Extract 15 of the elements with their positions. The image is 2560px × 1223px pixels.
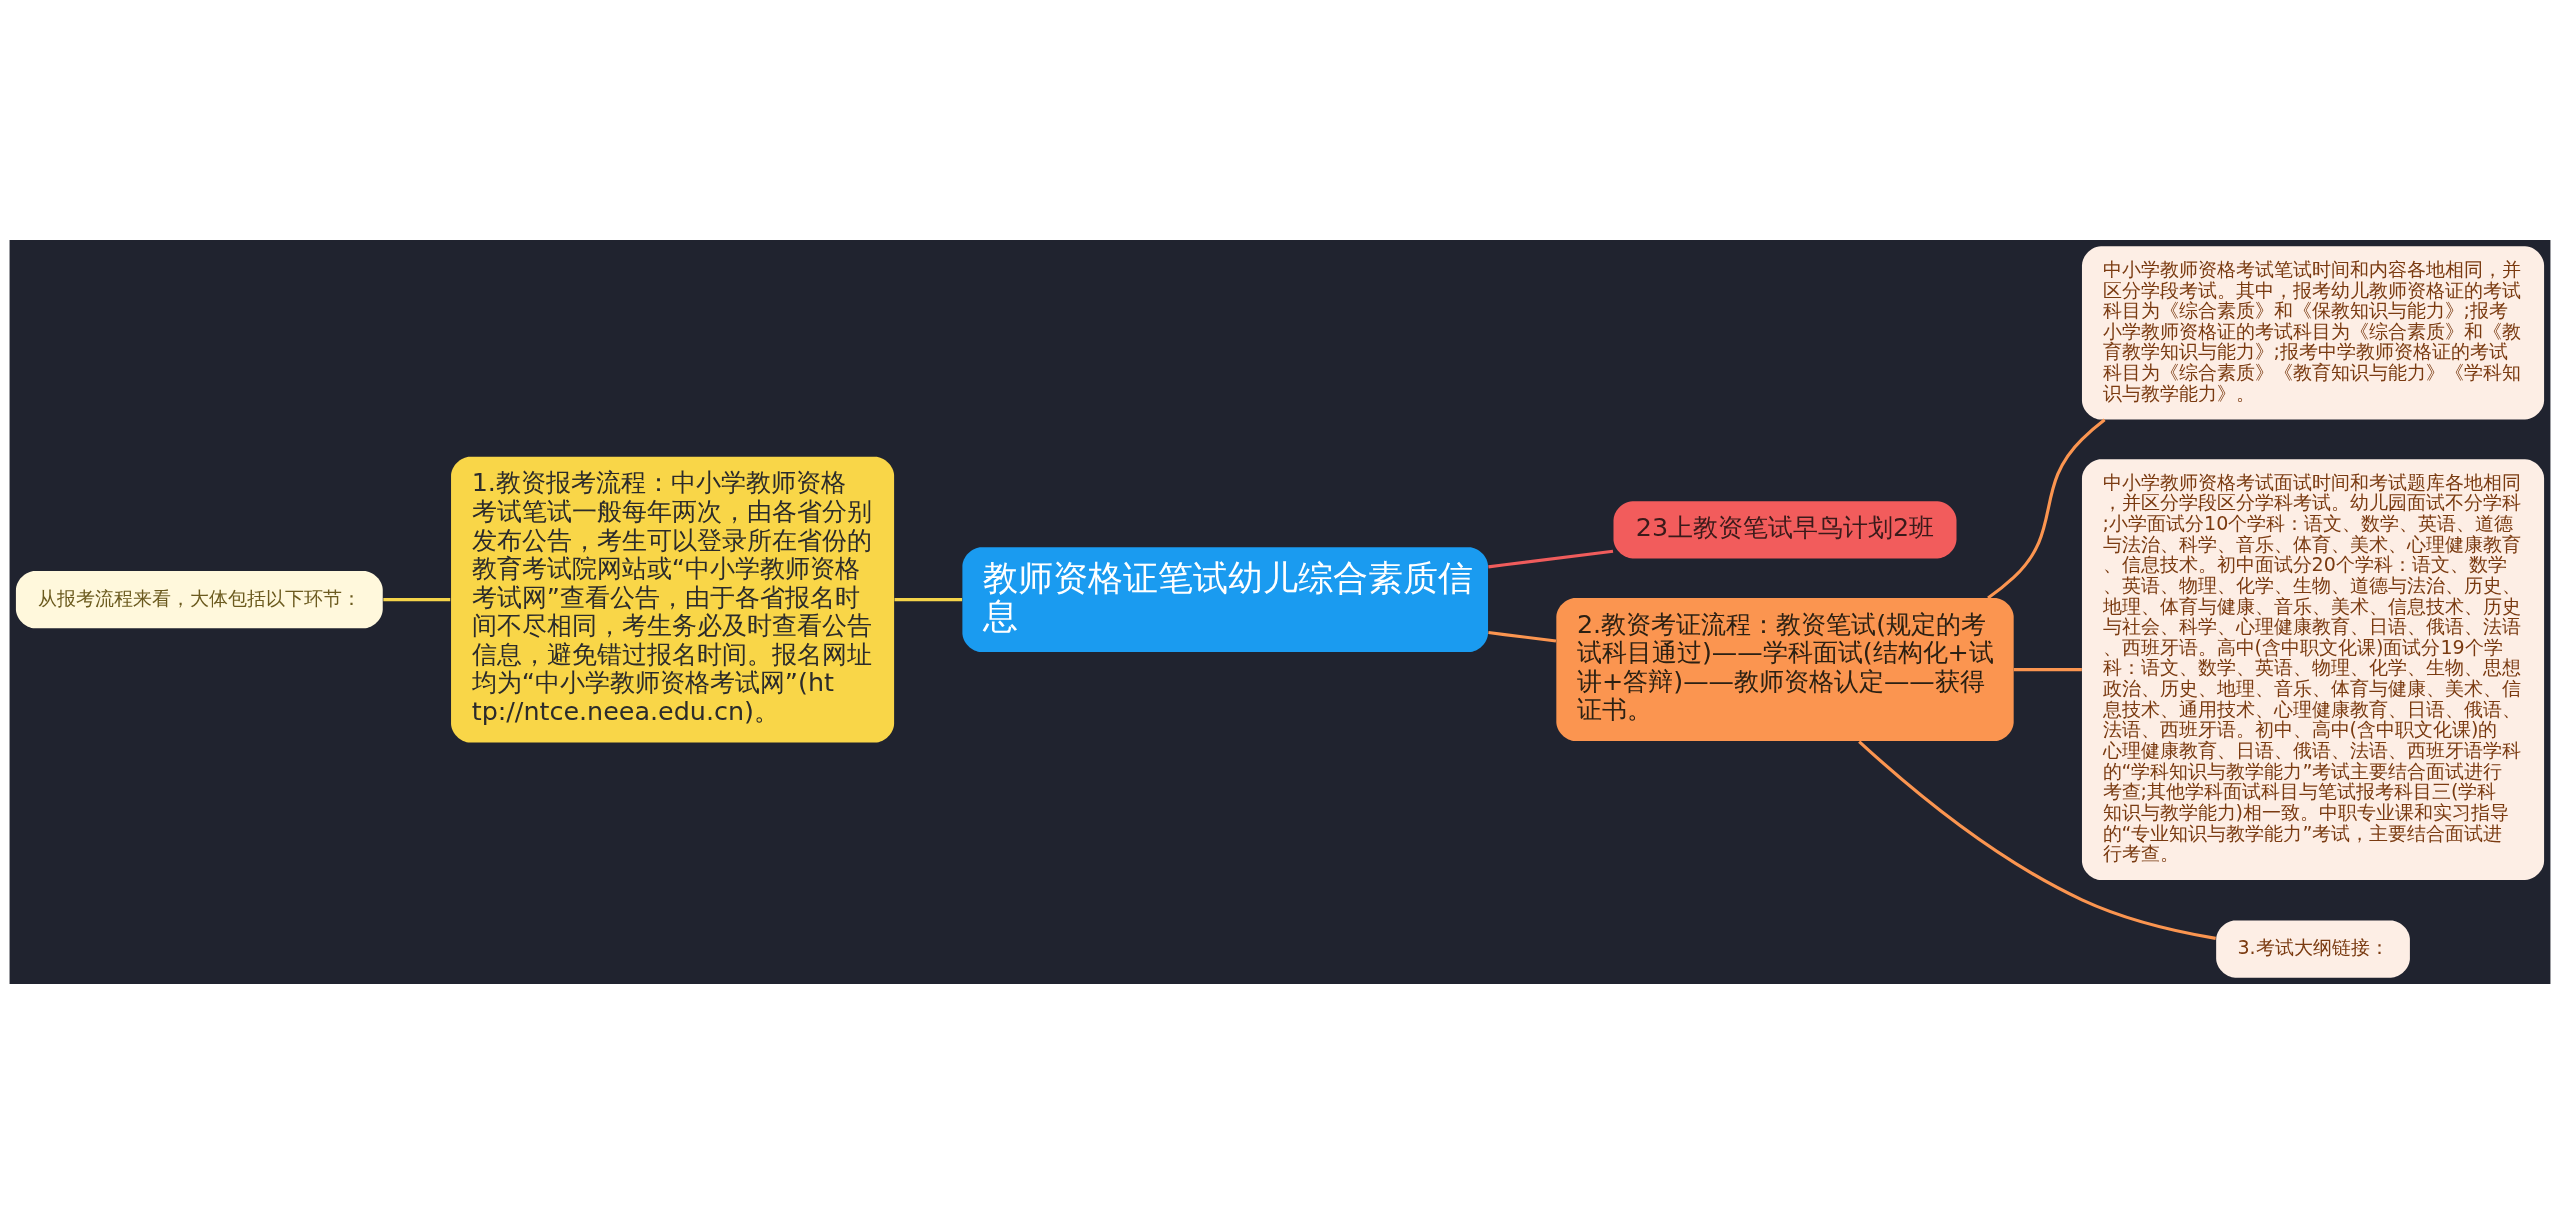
- node-box: 中小学教师资格考试笔试时间和内容各地相同，并区分学段考试。其中，报考幼儿教师资格证的考试科目为《综合素质》和《保教知识与能力》;报考小学教师资格证的考试科目为《综合素质》和《教育教学知识与能力》;报考中学教师资格证的考试科目为《综合素质》《教育知识与能力》《学科知识与教学能力》。: [2081, 245, 2545, 419]
- node-box: 中小学教师资格考试面试时间和考试题库各地相同，并区分学段区分学科考试。幼儿园面试不分学科;小学面试分10个学科：语文、数学、英语、道德与法治、科学、音乐、体育、美术、心理健康教育、信息技术。初中面试分20个学科：语文、数学、英语、物理、化学、生物、道德与法治、历史、地理、体育与健康、音乐、美术、信息技术、历史与社会、科学、心理健康教育、日语、俄语、法语、西班牙语。高中(含中职文化课)面试分19个学科：语文、数学、英语、物理、化学、生物、思想政治、历史、地理、音乐、体育与健康、美术、信息技术、通用技术、心理健康教育、日语、俄语、法语、西班牙语。初中、高中(含中职文化课)的心理健康教育、日语、俄语、法语、西班牙语学科的“学科知识与教学能力”考试主要结合面试进行考查;其他学科面试科目与笔试报考科目三(学科知识与教学能力)相一致。中职专业课和实习指导的“专业知识与教学能力”考试，主要结合面试进行考查。: [2081, 458, 2545, 880]
- node-box: 2.教资考证流程：教资笔试(规定的考试科目通过)——学科面试(结构化+试讲+答辩)——教师资格认定——获得证书。: [1556, 597, 2014, 741]
- node-box: 教师资格证笔试幼儿综合素质信息: [962, 546, 1489, 652]
- connector: [2013, 667, 2082, 671]
- connector: [894, 597, 963, 601]
- connector: [1488, 549, 1614, 568]
- connector: [1987, 418, 2106, 599]
- node-box: 1.教资报考流程：中小学教师资格考试笔试一般每年两次，由各省分别发布公告，考生可以登录所在省份的教育考试院网站或“中小学教师资格考试网”查看公告，由于各省报名时间不尽相同，考生务必及时查看公告信息，避免错过报名时间。报名网址均为“中小学教师资格考试网”(http://ntce.neea.edu.cn)。: [451, 456, 895, 743]
- connector: [383, 597, 451, 601]
- connector: [1488, 630, 1557, 643]
- node-box: 3.考试大纲链接：: [2216, 920, 2410, 978]
- node-box: 从报考流程来看，大体包括以下环节：: [15, 570, 383, 628]
- node-box: 23上教资笔试早鸟计划2班: [1613, 500, 1957, 558]
- connector: [1858, 739, 2216, 940]
